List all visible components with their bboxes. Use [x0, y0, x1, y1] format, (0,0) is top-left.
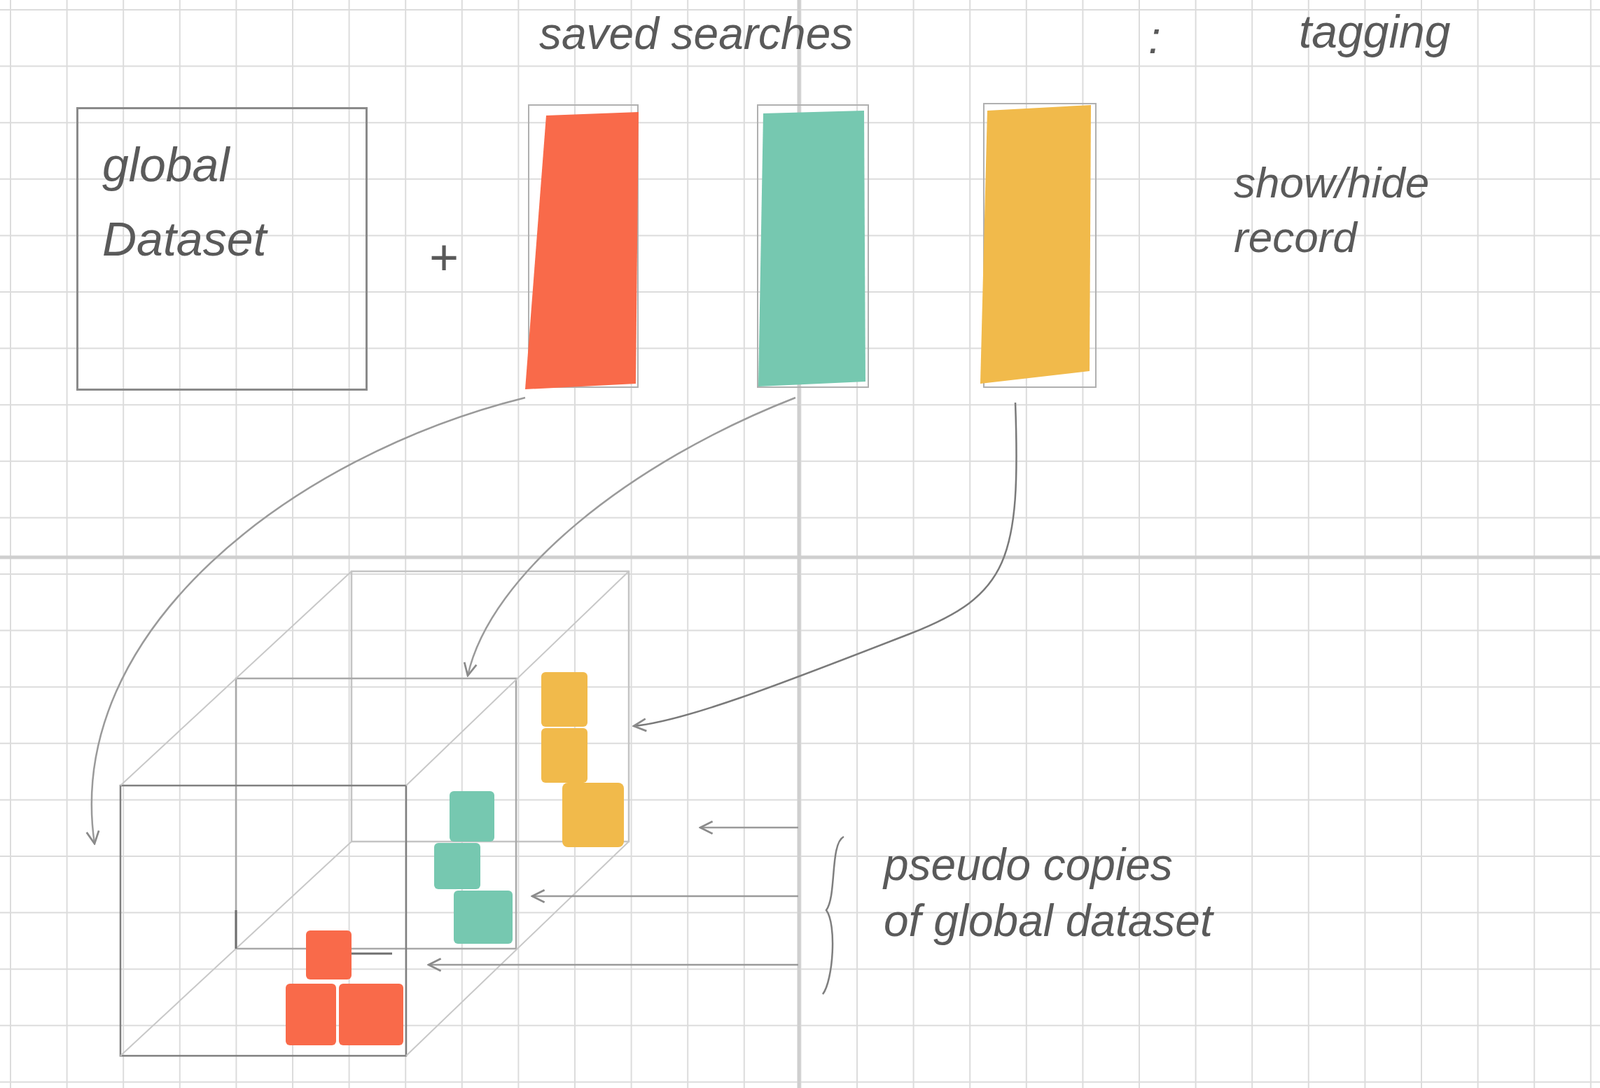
side-note: show/hide record [1233, 155, 1535, 264]
heading-note: tagging [1298, 2, 1451, 61]
copies-cube [120, 571, 629, 1056]
bar-outline [757, 105, 869, 388]
node-title: global Dataset [102, 128, 342, 276]
plus-sign: + [428, 225, 458, 289]
heading-note: saved searches [539, 5, 853, 62]
tagged-records [285, 672, 624, 1046]
yellow-bar [980, 105, 1091, 384]
dataset-box: global Dataset [76, 107, 368, 391]
red-bar [525, 112, 639, 390]
bar-to-copy-arrows [91, 397, 1017, 844]
separator: : [1148, 9, 1161, 66]
saved-search-bars [525, 103, 1096, 390]
note-pointers [428, 827, 844, 995]
copies-note: pseudo copies of global dataset [883, 836, 1332, 949]
green-bar [758, 110, 866, 387]
